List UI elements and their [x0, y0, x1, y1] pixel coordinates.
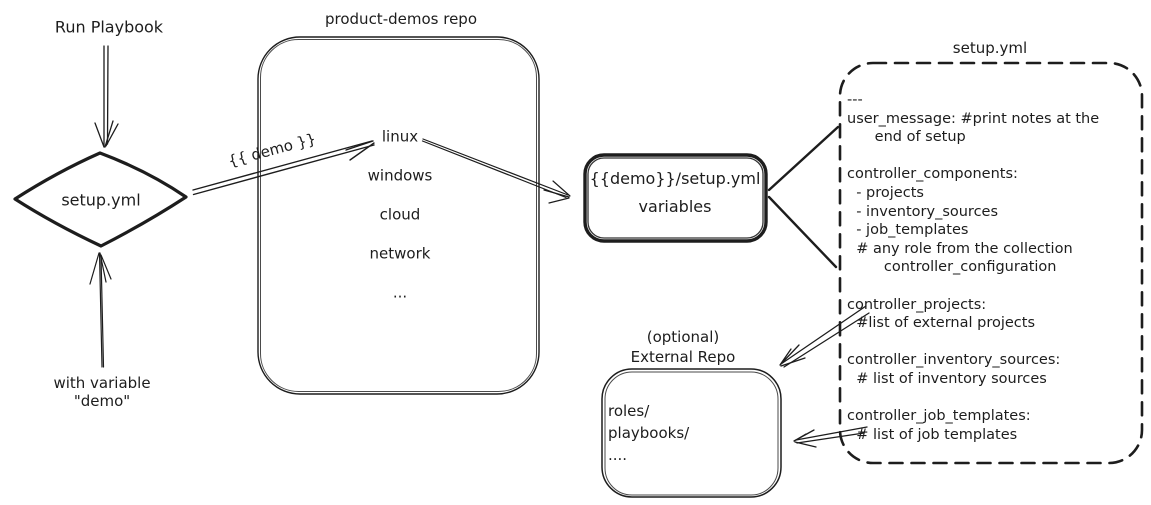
product-demos-box-outline — [257, 36, 540, 395]
arrow-demo-to-linux — [192, 140, 375, 196]
variables-box-outline — [583, 153, 768, 243]
arrow-linux-to-variables — [421, 138, 571, 204]
callout-line-upper — [767, 125, 840, 192]
product-demos-items: linux windows cloud network ... — [367, 127, 433, 302]
setup-yml-diamond-label: setup.yml — [61, 190, 141, 210]
product-demos-repo-title: product-demos repo — [325, 10, 477, 28]
setup-yml-title: setup.yml — [952, 39, 1028, 57]
run-playbook-label: Run Playbook — [54, 17, 164, 37]
with-variable-label: with variable "demo" — [53, 374, 151, 410]
external-repo-title: (optional) External Repo — [630, 328, 736, 366]
setup-yml-dashed-box — [838, 61, 1144, 465]
diamond-setup-yml-shape — [13, 151, 188, 248]
setup-yml-content: --- user_message: #print notes at the en… — [847, 92, 1100, 443]
external-repo-content: roles/ playbooks/ .... — [608, 402, 690, 464]
external-repo-box-outline — [601, 368, 782, 498]
arrow-run-playbook — [94, 45, 119, 148]
callout-line-lower — [767, 195, 838, 269]
arrow-with-variable-up — [89, 252, 112, 368]
variables-box-label: {{demo}}/setup.yml variables — [589, 169, 761, 216]
arrow-to-external-repo-bottom — [793, 426, 868, 448]
arrow-to-external-repo-top — [779, 305, 870, 368]
